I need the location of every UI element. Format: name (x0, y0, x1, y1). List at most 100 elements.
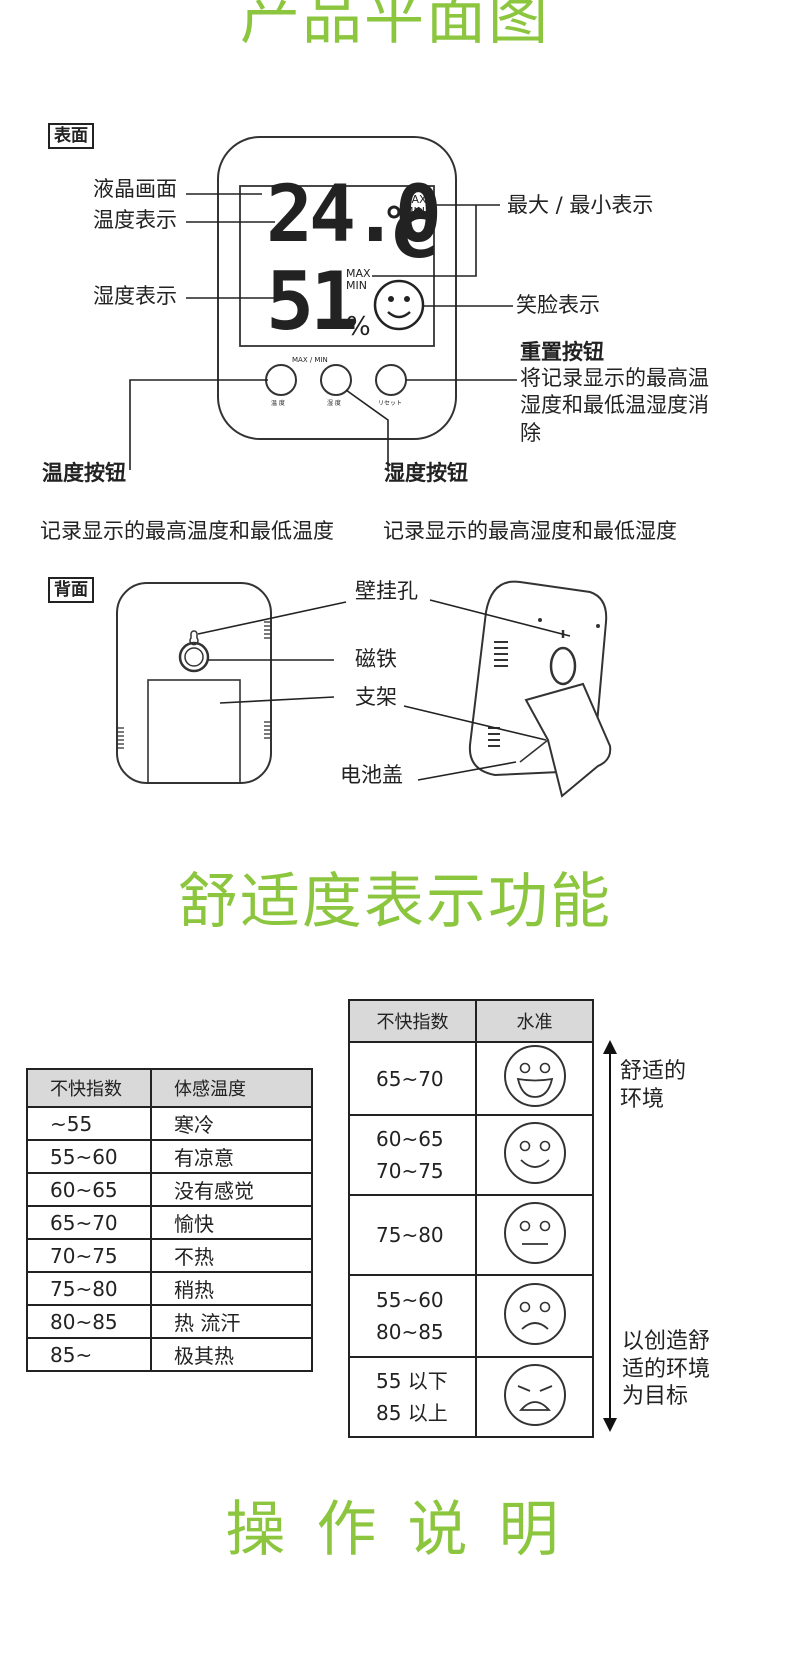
lcd-screen (239, 185, 435, 347)
table-header-cell: 体感温度 (150, 1068, 313, 1108)
back-tag: 背面 (48, 577, 94, 604)
table-cell: 60~65 (26, 1172, 152, 1207)
table-cell: 不热 (150, 1238, 313, 1273)
device-body (217, 136, 457, 440)
lcd-max-label-top: MAX (402, 193, 427, 206)
btn-temp-label: 温 度 (271, 400, 285, 407)
front-tag: 表面 (48, 123, 94, 150)
table-cell (475, 1356, 594, 1438)
back-magnet (178, 641, 210, 673)
laughing-face-icon (503, 1045, 566, 1107)
side-stand (524, 682, 612, 798)
index-text: 55~60 (376, 1288, 444, 1312)
maxmin-small-label: MAX / MIN (292, 356, 328, 364)
table-cell (475, 1041, 594, 1116)
index-text: 80~85 (376, 1320, 444, 1344)
label-battery-cover: 电池盖 (340, 763, 403, 787)
reset-button-shape (375, 364, 407, 396)
index-text: 60~65 (376, 1127, 444, 1151)
temp-button-shape (265, 364, 297, 396)
table-cell: 75~80 (26, 1271, 152, 1306)
table-cell: 没有感觉 (150, 1172, 313, 1207)
table-cell: 稍热 (150, 1271, 313, 1306)
table-cell: 85~ (26, 1337, 152, 1372)
label-humidity-display: 湿度表示 (93, 284, 177, 308)
humidity-button-shape (320, 364, 352, 396)
smiling-face-icon (503, 1121, 566, 1184)
back-diagram (116, 580, 612, 798)
table-cell: 70~75 (26, 1238, 152, 1273)
table-cell: 愉快 (150, 1205, 313, 1240)
btn-reset-label: リセット (378, 400, 403, 407)
table-cell: 热 流汗 (150, 1304, 313, 1339)
index-text: 70~75 (376, 1159, 444, 1183)
lcd-temperature-unit: C (392, 199, 438, 272)
frowning-face-icon (503, 1282, 566, 1345)
scale-bottom-label: 以创造舒 适的环境 为目标 (622, 1329, 711, 1409)
humidity-button-description: 记录显示的最高湿度和最低湿度 (383, 519, 677, 543)
table-cell: 极其热 (150, 1337, 313, 1372)
table-row: 55~60 80~85 (348, 1274, 594, 1358)
temperature-button-description: 记录显示的最高温度和最低温度 (40, 519, 334, 543)
table-row: 65~70 (348, 1041, 594, 1116)
table-cell (475, 1194, 594, 1276)
table-cell: 寒冷 (150, 1106, 313, 1141)
section-title-product-plan: 产品平面图 (240, 0, 550, 53)
label-lcd: 液晶画面 (93, 177, 177, 201)
table-row: 85~极其热 (26, 1337, 313, 1372)
table-cell: ~55 (26, 1106, 152, 1141)
sad-face-icon (503, 1363, 566, 1426)
table-header-cell: 不快指数 (348, 999, 477, 1043)
index-text: 85 以上 (376, 1401, 448, 1425)
lcd-smiley-icon (373, 279, 425, 331)
label-temperature-button: 温度按钮 (42, 461, 126, 485)
lcd-temperature-value: 24.0 (266, 170, 442, 260)
table-cell: 55 以下 85 以上 (348, 1356, 477, 1438)
label-reset-button: 重置按钮 (520, 340, 604, 364)
table-row: 55 以下 85 以上 (348, 1356, 594, 1438)
reset-button-description: 将记录显示的最高温湿度和最低温湿度消除 (520, 366, 709, 445)
table-header-cell: 不快指数 (26, 1068, 152, 1108)
table-header-row: 不快指数 体感温度 (26, 1068, 313, 1108)
index-text: 65~70 (376, 1066, 444, 1091)
table-cell: 有凉意 (150, 1139, 313, 1174)
btn-hum-label: 湿 度 (327, 400, 341, 407)
table-cell: 65~70 (26, 1205, 152, 1240)
scale-top-label: 舒适的 环境 (620, 1059, 687, 1112)
label-humidity-button: 湿度按钮 (384, 461, 468, 485)
neutral-face-icon (503, 1201, 566, 1264)
lcd-humidity-unit: % (346, 312, 371, 342)
table-cell (475, 1274, 594, 1358)
table-cell: 55~60 80~85 (348, 1274, 477, 1358)
table-cell (475, 1114, 594, 1196)
label-magnet: 磁铁 (355, 647, 397, 671)
label-stand: 支架 (355, 685, 397, 709)
table-header-cell: 水准 (475, 999, 594, 1043)
lcd-min-label-bottom: MIN (346, 279, 367, 292)
back-hang-hole (189, 630, 199, 646)
label-maxmin-display: 最大 / 最小表示 (507, 193, 654, 217)
table-cell: 55~60 (26, 1139, 152, 1174)
table-cell: 75~80 (348, 1194, 477, 1276)
label-temperature-display: 温度表示 (93, 208, 177, 232)
table-cell: 80~85 (26, 1304, 152, 1339)
table-header-row: 不快指数 水准 (348, 999, 594, 1043)
back-body (116, 582, 272, 784)
comfort-scale-arrow (603, 1040, 617, 1432)
lcd-humidity-value: 51 (266, 255, 358, 348)
section-title-operation: 操 作 说 明 (225, 1495, 565, 1565)
lcd-max-label-bottom: MAX (346, 267, 371, 280)
table-cell: 65~70 (348, 1041, 477, 1116)
label-hang-hole: 壁挂孔 (355, 579, 418, 603)
table-cell: 60~65 70~75 (348, 1114, 477, 1196)
index-text: 55 以下 (376, 1369, 448, 1393)
table-row: 60~65 70~75 (348, 1114, 594, 1196)
back-battery-area (147, 679, 241, 784)
comfort-level-table: 不快指数 水准 65~70 60~65 70~75 (348, 999, 594, 1438)
